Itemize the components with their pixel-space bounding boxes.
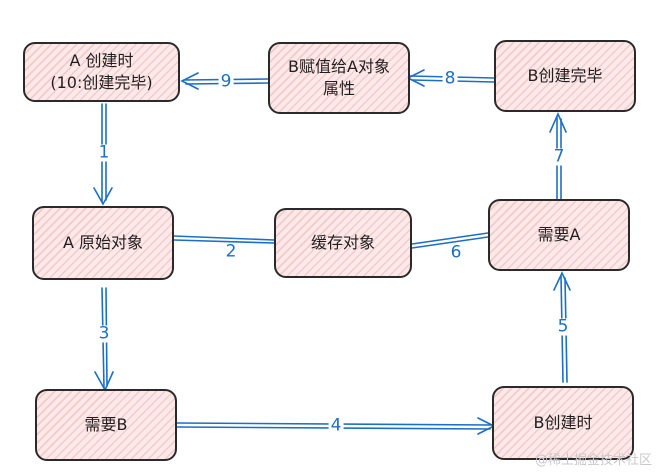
- edge-6-line: [411, 232, 489, 245]
- edge-5-arrowhead: [553, 271, 571, 291]
- node-a-raw-label: A 原始对象: [62, 233, 144, 253]
- node-a-created: A 创建时 (10:创建完毕): [23, 42, 180, 102]
- node-need-b-label: 需要B: [84, 415, 128, 435]
- edge-label-4: 4: [328, 415, 344, 436]
- edge-9-arrowhead: [180, 72, 199, 90]
- edge-2-line: [173, 235, 275, 241]
- edge-label-8: 8: [442, 68, 458, 89]
- node-b-done: B创建完毕: [494, 40, 636, 112]
- edge-label-9: 9: [218, 71, 234, 92]
- node-a-raw: A 原始对象: [32, 206, 174, 280]
- edge-8-arrowhead: [406, 69, 425, 87]
- edge-7-arrowhead: [549, 112, 567, 133]
- edge-label-6: 6: [448, 242, 464, 263]
- edge-2-line-2: [173, 239, 275, 244]
- node-b-assign: B赋值给A对象 属性: [268, 42, 410, 114]
- node-need-b: 需要B: [35, 389, 177, 461]
- edge-label-1: 1: [96, 142, 112, 163]
- edge-6-line-2: [411, 236, 489, 249]
- node-a-created-line2: (10:创建完毕): [50, 73, 153, 92]
- node-b-created: B创建时: [492, 386, 634, 460]
- node-b-done-label: B创建完毕: [527, 66, 603, 86]
- node-need-a-label: 需要A: [537, 225, 581, 245]
- node-b-assign-line2: 属性: [322, 79, 355, 98]
- node-a-created-line1: A 创建时: [69, 51, 134, 71]
- node-need-a: 需要A: [488, 199, 630, 271]
- node-b-created-label: B创建时: [533, 413, 593, 433]
- watermark: @稀土掘金技术社区: [534, 453, 652, 468]
- edge-1-arrowhead: [93, 187, 113, 206]
- node-cache-label: 缓存对象: [310, 233, 375, 253]
- node-cache: 缓存对象: [274, 208, 412, 278]
- edge-label-2: 2: [223, 241, 239, 262]
- edge-label-3: 3: [96, 323, 112, 344]
- edge-label-5: 5: [555, 316, 571, 337]
- edge-label-7: 7: [551, 146, 567, 167]
- node-b-assign-line1: B赋值给A对象: [288, 57, 390, 77]
